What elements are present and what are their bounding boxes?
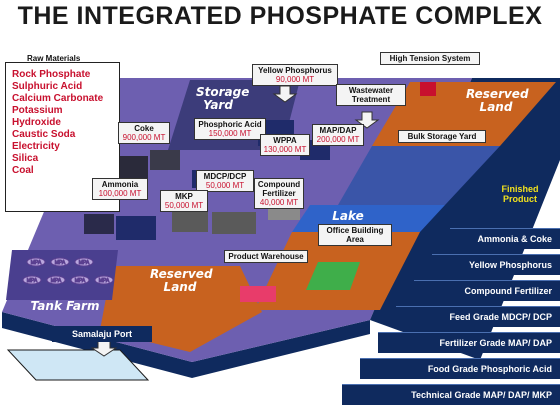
raw-material-item: Calcium Carbonate bbox=[12, 93, 104, 104]
tank-label: MPA bbox=[79, 260, 90, 266]
bulk-storage-zone bbox=[338, 146, 500, 205]
facility-capacity: 90,000 MT bbox=[275, 75, 315, 84]
facility-name: WPPA bbox=[273, 136, 297, 145]
tank-group: MPA MPA MPA MPA MPA MPA MPA bbox=[22, 257, 114, 285]
compound-fertilizer-callout: Compound Fertilizer 40,000 MT bbox=[254, 178, 304, 209]
tank bbox=[94, 275, 114, 285]
raw-material-item: Coal bbox=[12, 165, 34, 176]
yellow-phosphorus-callout: Yellow Phosphorus 90,000 MT bbox=[252, 64, 338, 86]
facility-name: Phosphoric Acid bbox=[198, 120, 262, 129]
tank-label: MPA bbox=[51, 278, 62, 284]
finished-product-item: Compound Fertilizer bbox=[414, 280, 560, 301]
facility-capacity: 130,000 MT bbox=[263, 145, 307, 154]
office-callout: Office Building Area bbox=[318, 224, 392, 246]
facility-capacity: 50,000 MT bbox=[205, 181, 245, 190]
facility-name: Ammonia bbox=[101, 180, 139, 189]
high-tension-callout: High Tension System bbox=[380, 52, 480, 65]
facility-name: Product Warehouse bbox=[228, 252, 304, 261]
tank-farm-zone bbox=[6, 250, 118, 300]
facility-name: Compound Fertilizer bbox=[257, 180, 301, 198]
facility-capacity: 100,000 MT bbox=[98, 189, 142, 198]
finished-product-item: Yellow Phosphorus bbox=[432, 254, 560, 275]
facility-name: Wastewater Treatment bbox=[348, 86, 394, 104]
facility-name: MDCP/DCP bbox=[203, 172, 247, 181]
raw-material-item: Rock Phosphate bbox=[12, 69, 91, 80]
tank bbox=[22, 275, 42, 285]
port-label: Samalaju Port bbox=[52, 326, 152, 342]
coke-callout: Coke 900,000 MT bbox=[118, 122, 170, 144]
map-dap-callout: MAP/DAP 200,000 MT bbox=[312, 124, 364, 146]
plant-block bbox=[84, 214, 114, 234]
finished-product-item: Ammonia & Coke bbox=[450, 228, 560, 249]
facility-name: MKP bbox=[175, 192, 193, 201]
wppa-callout: WPPA 130,000 MT bbox=[260, 134, 310, 156]
reserved-land-top-label: Reserved Land bbox=[466, 87, 529, 114]
tank-label: MPA bbox=[55, 260, 66, 266]
high-tension-block bbox=[420, 82, 436, 96]
facility-capacity: 200,000 MT bbox=[316, 135, 360, 144]
tank bbox=[46, 275, 66, 285]
raw-material-item: Hydroxide bbox=[12, 117, 61, 128]
finished-product-item: Technical Grade MAP/ DAP/ MKP bbox=[342, 384, 560, 405]
tank-farm-label: Tank Farm bbox=[30, 299, 100, 313]
warehouse-block bbox=[240, 286, 276, 302]
facility-capacity: 40,000 MT bbox=[259, 198, 299, 207]
facility-name: Yellow Phosphorus bbox=[258, 66, 332, 75]
phosphoric-acid-callout: Phosphoric Acid 150,000 MT bbox=[194, 118, 266, 140]
lake-label: Lake bbox=[332, 209, 364, 223]
raw-material-item: Caustic Soda bbox=[12, 129, 76, 140]
facility-name: Coke bbox=[134, 124, 154, 133]
tank bbox=[50, 257, 70, 267]
tank-label: MPA bbox=[75, 278, 86, 284]
product-warehouse-callout: Product Warehouse bbox=[224, 250, 308, 263]
raw-material-item: Potassium bbox=[12, 105, 63, 116]
plant-block bbox=[120, 156, 148, 178]
plant-block bbox=[150, 150, 180, 170]
tank-label: MPA bbox=[99, 278, 110, 284]
tank-label: MPA bbox=[31, 260, 42, 266]
raw-materials-heading: Raw Materials bbox=[24, 54, 84, 63]
mkp-callout: MKP 50,000 MT bbox=[160, 190, 208, 212]
plant-block bbox=[212, 212, 256, 234]
finished-product-item: Feed Grade MDCP/ DCP bbox=[396, 306, 560, 327]
finished-product-item: Fertilizer Grade MAP/ DAP bbox=[378, 332, 560, 353]
facility-name: Bulk Storage Yard bbox=[407, 132, 477, 141]
facility-name: Office Building Area bbox=[326, 226, 384, 244]
raw-material-item: Electricity bbox=[12, 141, 60, 152]
facility-capacity: 50,000 MT bbox=[164, 201, 204, 210]
arrow-icon bbox=[272, 85, 298, 103]
bulk-storage-callout: Bulk Storage Yard bbox=[398, 130, 486, 143]
tank-label: MPA bbox=[27, 278, 38, 284]
raw-material-item: Sulphuric Acid bbox=[12, 81, 83, 92]
tank bbox=[70, 275, 90, 285]
reserved-land-bottom-label: Reserved Land bbox=[150, 267, 213, 294]
plant-block bbox=[116, 216, 156, 240]
port-dock bbox=[6, 349, 150, 381]
office-block bbox=[306, 262, 360, 290]
tank bbox=[26, 257, 46, 267]
wastewater-callout: Wastewater Treatment bbox=[336, 84, 406, 106]
facility-capacity: 900,000 MT bbox=[122, 133, 166, 142]
facility-capacity: 150,000 MT bbox=[208, 129, 252, 138]
platform-edge bbox=[2, 312, 370, 378]
raw-material-item: Silica bbox=[12, 153, 39, 164]
tank bbox=[74, 257, 94, 267]
ammonia-callout: Ammonia 100,000 MT bbox=[92, 178, 148, 200]
facility-name: MAP/DAP bbox=[319, 126, 357, 135]
finished-product-heading: Finished Product bbox=[501, 184, 539, 204]
page-title: THE INTEGRATED PHOSPHATE COMPLEX bbox=[17, 2, 543, 30]
mdcp-dcp-callout: MDCP/DCP 50,000 MT bbox=[196, 170, 254, 192]
finished-product-item: Food Grade Phosphoric Acid bbox=[360, 358, 560, 379]
facility-name: High Tension System bbox=[389, 54, 471, 63]
storage-yard-label: Storage Yard bbox=[196, 85, 250, 112]
